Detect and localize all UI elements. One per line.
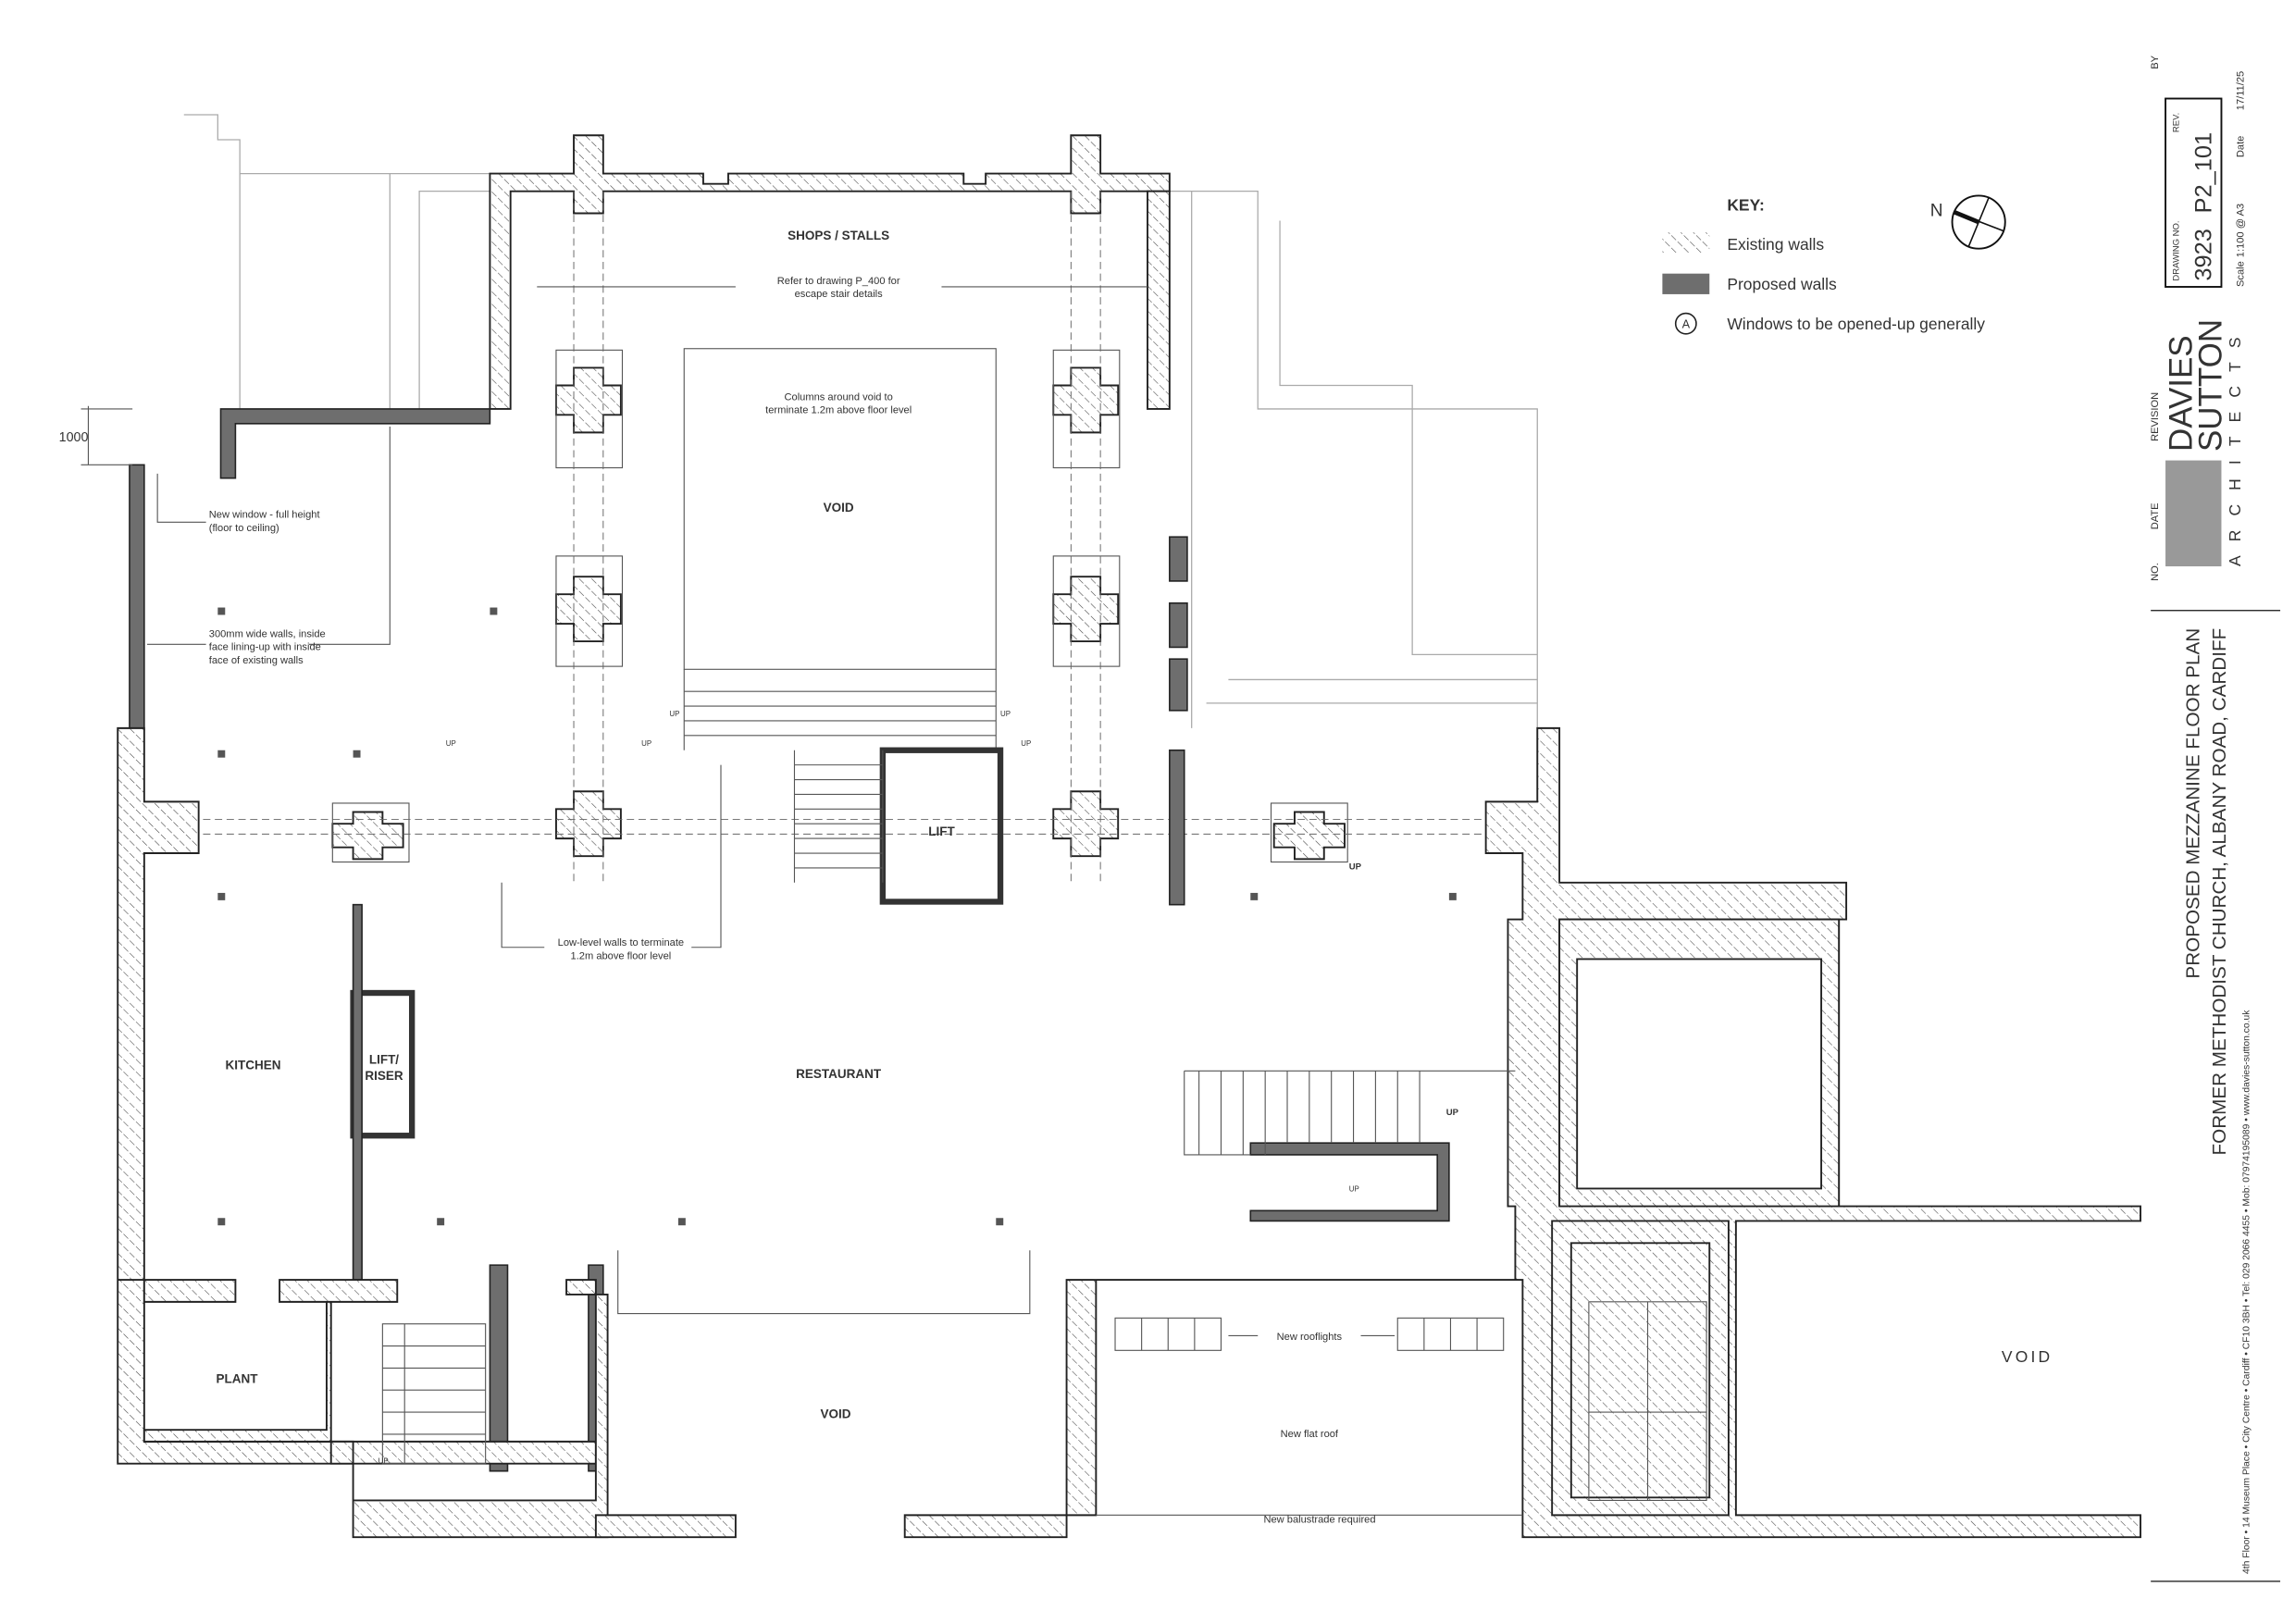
existing-wall-swatch — [1662, 232, 1710, 254]
window-marker-letter: A — [1682, 316, 1691, 330]
note-low-level: Low-level walls to terminate — [558, 937, 684, 948]
firm-address: 4th Floor • 14 Museum Place • City Centr… — [2242, 1010, 2252, 1574]
legend-windows: Windows to be opened-up generally — [1727, 315, 1985, 333]
dimension-1000: 1000 — [59, 430, 89, 445]
room-label-void-bottom: VOID — [820, 1407, 850, 1420]
proposed-wall-left — [219, 408, 491, 479]
scale-value: 1:100 @ A3 — [2235, 204, 2246, 257]
up-label: UP — [1021, 739, 1031, 748]
note-escape-2: escape stair details — [795, 289, 884, 300]
legend-title: KEY: — [1727, 195, 1764, 214]
logo-text-1: DAVIES — [2164, 335, 2200, 452]
note-walls-3: face of existing walls — [209, 655, 304, 666]
rooflights — [1114, 1317, 1505, 1351]
date-label: DATE — [2150, 502, 2161, 529]
rev-label: REV. — [2171, 113, 2181, 132]
up-label: UP — [1000, 710, 1011, 718]
project-title: FORMER METHODIST CHURCH, ALBANY ROAD, CA… — [2209, 628, 2230, 1156]
room-label-restaurant: RESTAURANT — [796, 1067, 882, 1081]
stairs — [381, 750, 1707, 1502]
north-label: N — [1930, 202, 1943, 221]
job-number: 3923 — [2190, 229, 2216, 281]
room-label-lift-riser: LIFT/ — [369, 1052, 399, 1066]
note-rooflights: New rooflights — [1277, 1332, 1343, 1343]
room-label-shops: SHOPS / STALLS — [788, 229, 889, 242]
room-label-void-right: VOID — [2002, 1347, 2053, 1366]
room-label-plant: PLANT — [216, 1371, 258, 1385]
up-label: UP — [641, 739, 651, 748]
scale-label: Scale — [2235, 261, 2246, 287]
note-escape: Refer to drawing P_400 for — [777, 276, 900, 287]
revision-label: REVISION — [2150, 392, 2161, 441]
drawing-number: P2_101 — [2190, 132, 2216, 214]
up-label: UP — [1349, 862, 1362, 872]
note-walls: 300mm wide walls, inside — [209, 628, 326, 639]
note-walls-2: face lining-up with inside — [209, 642, 321, 653]
note-columns-2: terminate 1.2m above floor level — [765, 405, 912, 416]
room-label-kitchen: KITCHEN — [225, 1059, 280, 1072]
legend: KEY: Existing walls Proposed walls A Win… — [1662, 194, 2006, 335]
room-label-lift: LIFT — [928, 824, 955, 838]
void-opening — [683, 348, 997, 670]
no-label: NO. — [2150, 563, 2161, 581]
existing-wall-top — [489, 134, 1171, 410]
note-new-window: New window - full height — [209, 510, 320, 521]
note-new-window-2: (floor to ceiling) — [209, 523, 279, 534]
legend-existing: Existing walls — [1727, 235, 1824, 254]
room-label-lift-riser-2: RISER — [365, 1069, 403, 1083]
note-columns: Columns around void to — [784, 391, 892, 403]
by-label: BY — [2150, 55, 2161, 68]
floor-plan: SHOPS / STALLS VOID LIFT KITCHEN LIFT/ R… — [59, 114, 2141, 1539]
columns — [331, 349, 1348, 863]
note-low-level-2: 1.2m above floor level — [571, 950, 672, 961]
drawing-no-label: DRAWING NO. — [2171, 220, 2181, 280]
proposed-wall-swatch — [1662, 273, 1710, 294]
up-label: UP — [1446, 1108, 1459, 1118]
logo-text-2: SUTTON — [2192, 319, 2228, 452]
up-label: UP — [446, 739, 456, 748]
drawing-title: PROPOSED MEZZANINE FLOOR PLAN — [2183, 628, 2204, 979]
legend-proposed: Proposed walls — [1727, 275, 1837, 293]
up-label: UP — [669, 710, 679, 718]
date-value: 17/11/25 — [2235, 71, 2246, 110]
room-label-void-top: VOID — [824, 501, 854, 514]
north-arrow-icon — [1951, 194, 2006, 250]
up-label: UP — [378, 1457, 389, 1466]
window-marker-icon — [1674, 312, 1697, 335]
date-label-2: Date — [2235, 136, 2246, 157]
logo-text-3: ARCHITECTS — [2226, 323, 2244, 566]
note-flat-roof: New flat roof — [1281, 1429, 1339, 1440]
title-block: NO. DATE REVISION BY DAVIES SUTTON ARCHI… — [2150, 55, 2281, 1582]
note-balustrade: New balustrade required — [1263, 1514, 1375, 1525]
up-label: UP — [1349, 1185, 1359, 1194]
firm-logo: DAVIES SUTTON ARCHITECTS — [2164, 319, 2244, 566]
